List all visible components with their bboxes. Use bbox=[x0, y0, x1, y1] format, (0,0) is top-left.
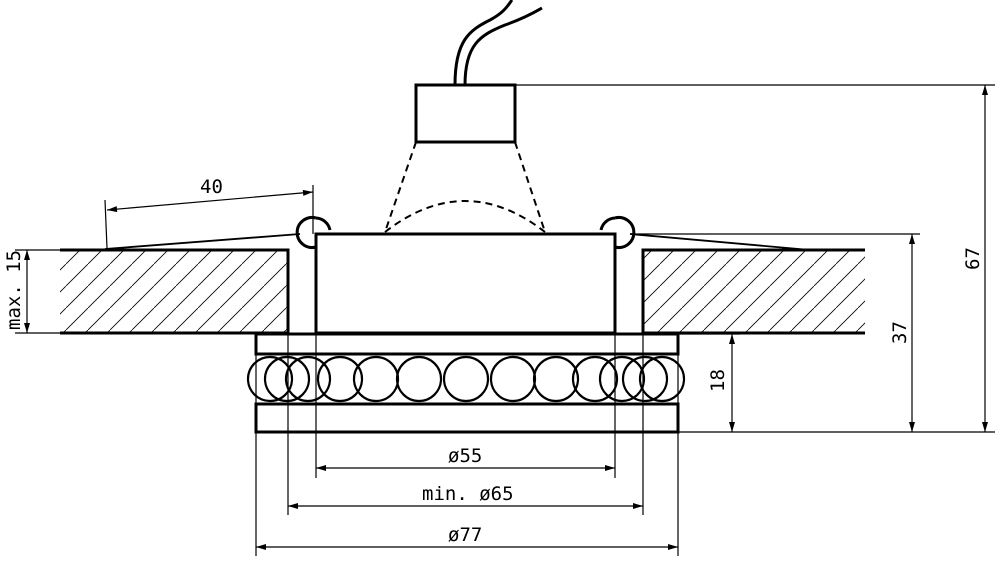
crystal-beads bbox=[246, 355, 686, 403]
dimension-18: 18 bbox=[707, 334, 735, 432]
spring-clip-left bbox=[104, 216, 332, 250]
crystal-bead bbox=[638, 355, 686, 403]
crystal-bead bbox=[598, 355, 646, 403]
dimension-18-label: 18 bbox=[707, 369, 729, 392]
top-ring bbox=[254, 332, 680, 356]
dimension-d65: min. ø65 bbox=[288, 483, 643, 509]
crystal-bead bbox=[621, 355, 669, 403]
ceiling-section-right bbox=[641, 248, 865, 335]
dimension-d55-label: ø55 bbox=[448, 445, 482, 467]
dimension-d65-label: min. ø65 bbox=[422, 483, 514, 505]
dimension-37: 37 bbox=[889, 234, 915, 432]
dimension-d77: ø77 bbox=[256, 524, 678, 550]
crystal-bead bbox=[571, 355, 619, 403]
dimension-37-label: 37 bbox=[889, 321, 911, 344]
extension-lines bbox=[15, 84, 995, 556]
crystal-bead bbox=[442, 355, 490, 403]
dimension-d55: ø55 bbox=[316, 445, 615, 471]
crystal-bead bbox=[532, 355, 580, 403]
cable-wires bbox=[453, 0, 543, 86]
crystal-bead bbox=[263, 355, 311, 403]
connector-block bbox=[414, 83, 517, 144]
crystal-bead bbox=[246, 355, 294, 403]
dimension-67-label: 67 bbox=[962, 247, 984, 270]
crystal-bead bbox=[316, 355, 364, 403]
crystal-bead bbox=[284, 355, 332, 403]
dimension-67: 67 bbox=[962, 85, 988, 432]
crystal-bead bbox=[352, 355, 400, 403]
dimension-max15: max. 15 bbox=[3, 250, 31, 333]
fixture-body bbox=[314, 232, 617, 335]
ceiling-section-left bbox=[60, 248, 290, 335]
crystal-bead bbox=[395, 355, 443, 403]
dimension-max15-label: max. 15 bbox=[3, 250, 25, 330]
dimension-d77-label: ø77 bbox=[448, 524, 482, 546]
spring-clip-right bbox=[599, 216, 811, 251]
dimension-40-label: 40 bbox=[200, 176, 223, 198]
lamp-outline-dashed bbox=[384, 141, 546, 233]
crystal-bead bbox=[489, 355, 537, 403]
dimension-40: 40 bbox=[106, 176, 314, 213]
